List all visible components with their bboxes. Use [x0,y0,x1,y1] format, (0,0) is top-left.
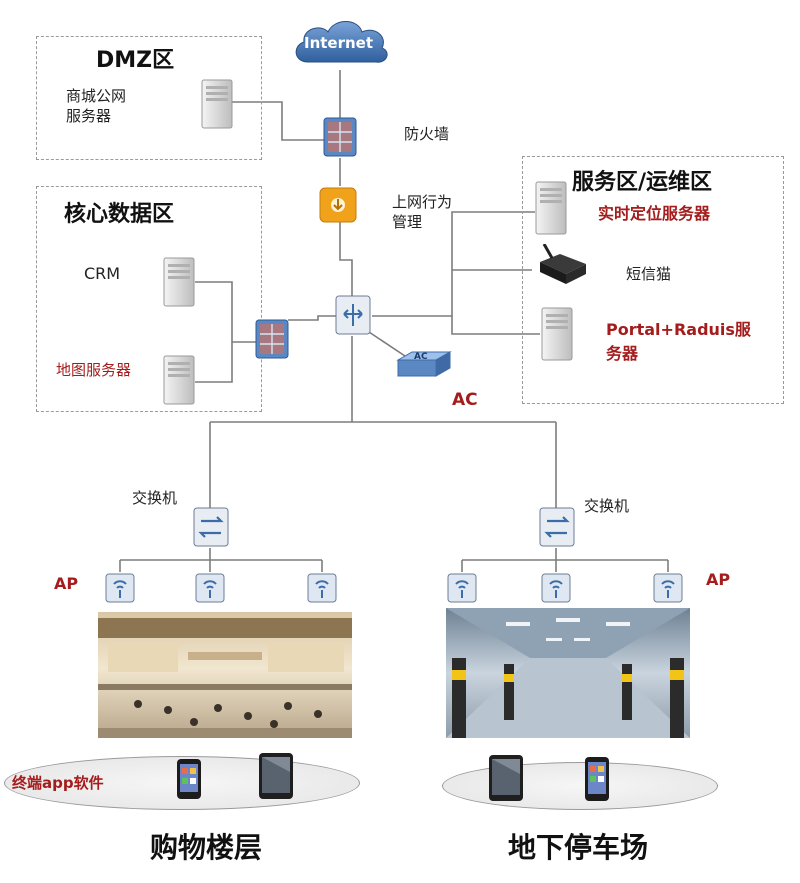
internet-cloud-icon [288,14,392,76]
sms-modem-label: 短信猫 [626,265,672,283]
smartphone-icon [584,756,610,806]
shopping-floor-photo [98,612,352,738]
core-data-zone [36,186,262,412]
crm-label: CRM [84,264,121,283]
realtime-location-server-icon [534,180,568,240]
internet-label: Internet [304,34,374,52]
mall-public-server-icon [200,78,234,134]
right-ap-icon [652,572,684,608]
behavior-management-label: 上网行为 管理 [392,193,453,231]
service-ops-zone [522,156,784,404]
left-switch-label: 交换机 [132,489,178,507]
right-terminal-ellipse [442,762,718,810]
left-ap-icon [194,572,226,608]
right-ap-label: AP [706,570,731,589]
parking-garage-photo [446,608,690,738]
left-access-switch-icon [192,506,230,552]
core-zone-title: 核心数据区 [64,202,175,227]
behavior-management-icon [318,186,358,228]
dmz-zone-title: DMZ区 [96,48,175,73]
right-ap-icon [446,572,478,608]
ac-device-badge: AC [414,352,428,362]
parking-garage-caption: 地下停车场 [508,831,649,864]
core-switch-icon [334,294,372,340]
sms-modem-icon [530,243,592,294]
ac-controller-icon [394,350,454,384]
firewall-label: 防火墙 [404,125,450,143]
service-zone-title: 服务区/运维区 [572,170,713,195]
realtime-location-server-label: 实时定位服务器 [598,204,711,223]
dmz-zone [36,36,262,160]
map-server-icon [162,354,196,410]
firewall-icon [322,116,358,162]
tablet-icon [258,752,294,804]
right-access-switch-icon [538,506,576,552]
shopping-floor-caption: 购物楼层 [150,831,263,864]
left-ap-icon [306,572,338,608]
mall-public-server-label: 商城公网 服务器 [66,87,127,125]
left-ap-icon [104,572,136,608]
portal-radius-server-icon [540,306,574,366]
crm-server-icon [162,256,196,312]
right-ap-icon [540,572,572,608]
left-ap-label: AP [54,574,79,593]
right-switch-label: 交换机 [584,497,630,515]
map-server-label: 地图服务器 [56,361,132,379]
core-firewall-icon [254,318,290,364]
smartphone-icon [176,758,202,804]
ac-label: AC [452,390,478,410]
portal-radius-server-label: Portal+Raduis服 务器 [606,320,751,363]
tablet-icon [488,754,524,806]
terminal-app-label: 终端app软件 [12,774,104,792]
